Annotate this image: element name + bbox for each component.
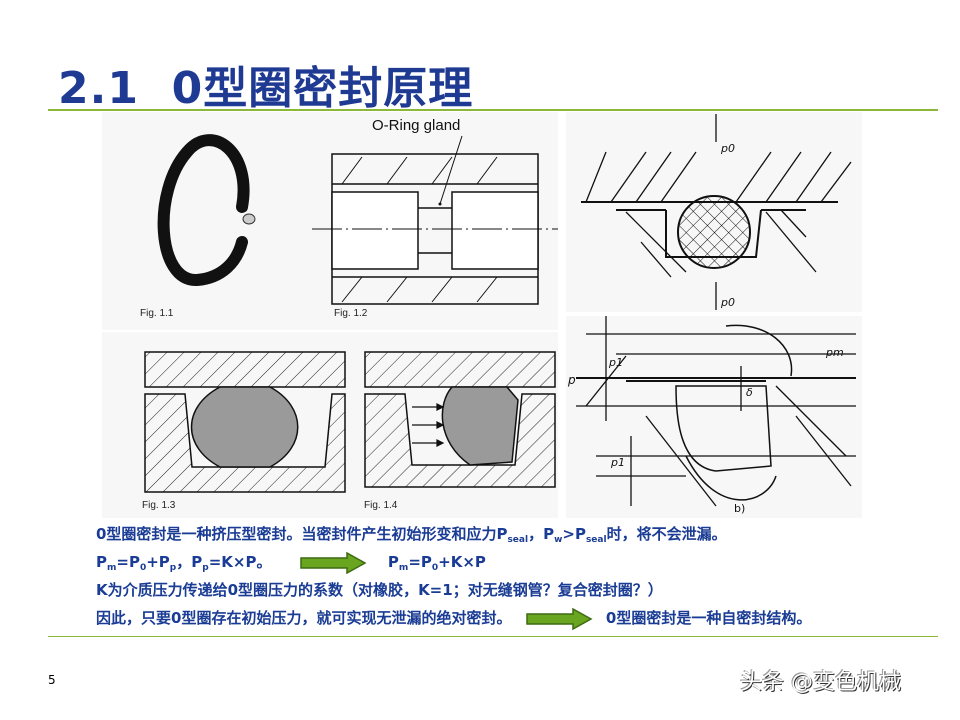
figure-pressure-distribution-a: p0 p0 xyxy=(566,112,862,312)
body-line-3: K为介质压力传递给0型圈压力的系数（对橡胶，K=1；对无缝钢管？复合密封圈？） xyxy=(96,581,663,599)
footer-divider xyxy=(48,636,938,637)
line4-text-right: 0型圈密封是一种自密封结构。 xyxy=(605,609,812,627)
svg-text:O-Ring gland: O-Ring gland xyxy=(372,117,460,134)
svg-text:p0: p0 xyxy=(720,296,735,309)
body-line-4: 因此，只要0型圈存在初始压力，就可实现无泄漏的绝对密封。 0型圈密封是一种自密封… xyxy=(96,606,811,630)
line1-text-c: >P xyxy=(562,525,586,543)
page-number: 5 xyxy=(48,673,56,687)
oring-groove-illustration xyxy=(144,351,556,493)
title-divider xyxy=(48,109,938,111)
figure-panel-1-3-1-4: Fig. 1.3 Fig. 1.4 xyxy=(102,332,558,518)
subscript-seal: seal xyxy=(507,535,529,545)
subscript-seal: seal xyxy=(585,535,607,545)
body-line-1: 0型圈密封是一种挤压型密封。当密封件产生初始形变和应力Pseal，Pw>Psea… xyxy=(96,522,727,546)
oring-gland-illustration: O-Ring gland xyxy=(157,117,558,305)
svg-text:pm: pm xyxy=(825,346,844,359)
subscript-w: w xyxy=(554,535,563,545)
svg-text:p1: p1 xyxy=(608,356,623,369)
oring-pressure-diagram-b: p p1 pm δ p1 b) xyxy=(567,316,856,515)
line4-text-left: 因此，只要0型圈存在初始压力，就可实现无泄漏的绝对密封。 xyxy=(96,609,512,627)
oring-pressure-diagram-a: p0 p0 xyxy=(581,114,852,310)
figure-pressure-distribution-b: p p1 pm δ p1 b) xyxy=(566,316,862,518)
fig-1-1-label: Fig. 1.1 xyxy=(140,308,174,319)
svg-text:b): b) xyxy=(734,502,745,515)
line1-text-a: 0型圈密封是一种挤压型密封。当密封件产生初始形变和应力P xyxy=(96,525,508,543)
right-arrow-icon xyxy=(525,607,593,630)
slide-title: 2.1 0型圈密封原理 xyxy=(58,63,474,114)
formula-right: Pm=P0+K×P xyxy=(387,553,486,573)
body-line-2: Pm=P0+Pp，Pp=K×P。 Pm=P0+K×P xyxy=(96,550,486,574)
svg-text:p0: p0 xyxy=(720,142,735,155)
svg-text:δ: δ xyxy=(746,386,753,399)
fig-1-3-label: Fig. 1.3 xyxy=(142,500,176,511)
figure-panel-1-1-1-2: O-Ring gland Fig. 1.1 Fig. 1.2 xyxy=(102,112,558,330)
fig-1-2-label: Fig. 1.2 xyxy=(334,308,368,319)
svg-text:p: p xyxy=(567,373,576,387)
right-arrow-icon xyxy=(299,551,367,574)
watermark: 头条 @变色机械 xyxy=(740,670,901,695)
line1-text-d: 时，将不会泄漏。 xyxy=(606,525,727,543)
fig-1-4-label: Fig. 1.4 xyxy=(364,500,398,511)
formula-left: Pm=P0+Pp，Pp=K×P。 xyxy=(96,553,272,573)
line1-text-b: ，P xyxy=(528,525,555,543)
svg-text:p1: p1 xyxy=(610,456,625,469)
